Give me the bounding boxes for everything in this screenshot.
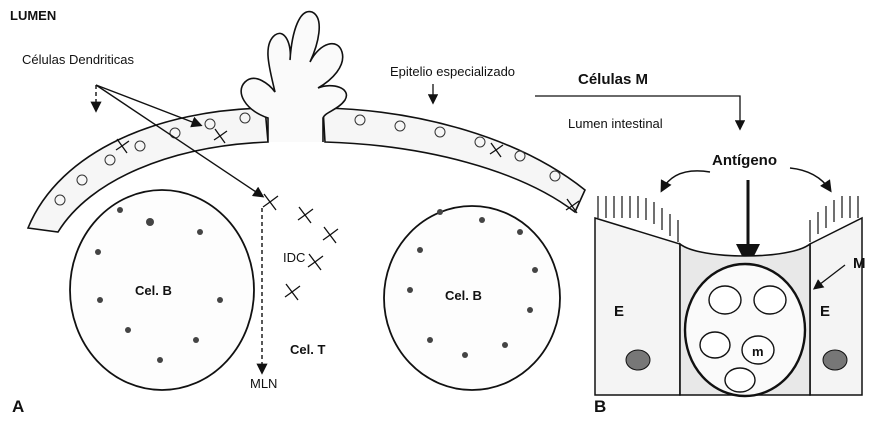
- panel-b: Células M Lumen intestinal Antígeno: [535, 71, 866, 416]
- m-inner-label: m: [752, 344, 764, 359]
- antigen-arrow-right: [790, 168, 830, 190]
- b-cell-right-label: Cel. B: [445, 288, 482, 303]
- idc-label: IDC: [283, 250, 305, 265]
- panel-a: LUMEN Células Dendriticas Epitelio espec…: [10, 8, 585, 416]
- e-right-label: E: [820, 303, 830, 320]
- nucleus-right: [823, 350, 847, 370]
- antigen-label: Antígeno: [712, 152, 777, 169]
- panel-a-letter: A: [12, 397, 24, 416]
- dendritic-label: Células Dendriticas: [22, 52, 134, 67]
- mln-label: MLN: [250, 376, 277, 391]
- epithelium-label: Epitelio especializado: [390, 64, 515, 79]
- m-cells-title: Células M: [578, 71, 648, 88]
- panel-b-letter: B: [594, 397, 606, 416]
- antigen-arrow-left: [662, 171, 710, 190]
- epithelium-right: [323, 108, 585, 212]
- b-cell-left-label: Cel. B: [135, 283, 172, 298]
- e-left-label: E: [614, 303, 624, 320]
- nucleus-left: [626, 350, 650, 370]
- m-label: M: [853, 255, 866, 272]
- t-cell-label: Cel. T: [290, 342, 325, 357]
- lumen-intestinal-label: Lumen intestinal: [568, 116, 663, 131]
- lumen-title: LUMEN: [10, 8, 56, 23]
